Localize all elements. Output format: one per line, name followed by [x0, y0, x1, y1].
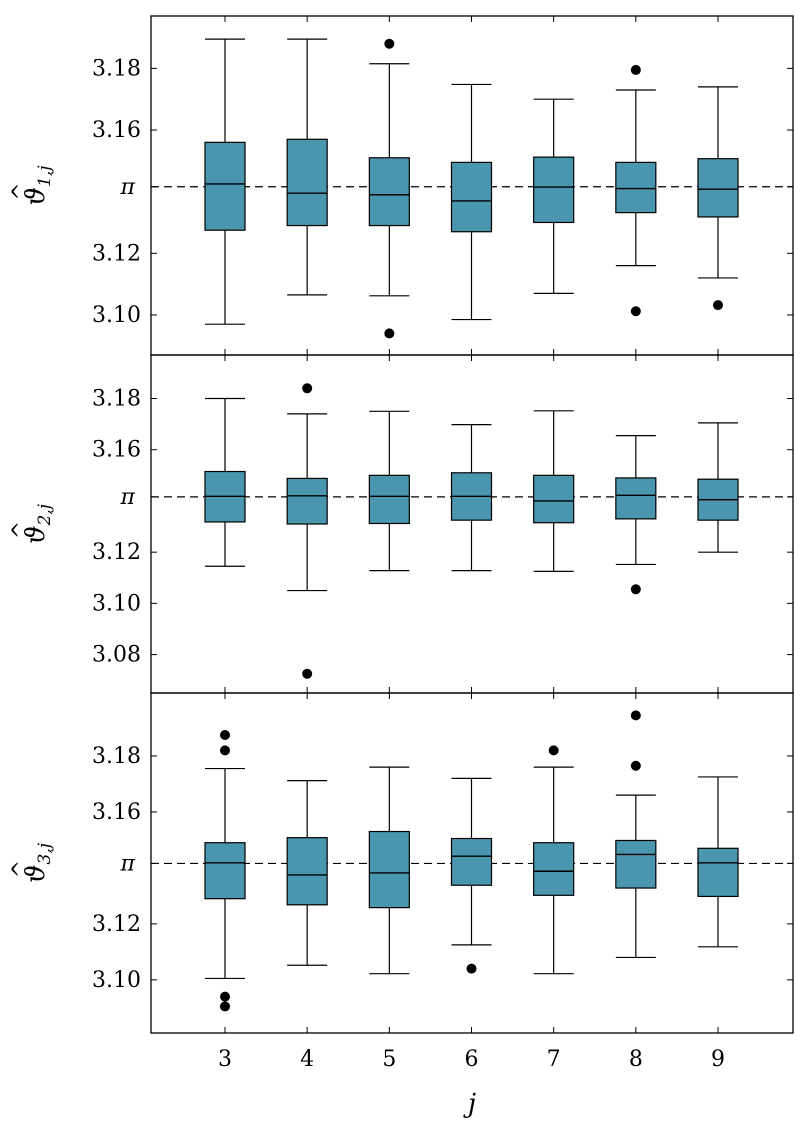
outlier-point — [384, 38, 395, 49]
y-tick-label: 3.16 — [92, 800, 141, 825]
x-axis-label: j — [463, 1089, 476, 1119]
box-iqr — [368, 157, 410, 227]
box-iqr — [450, 161, 493, 233]
box-iqr — [697, 158, 739, 218]
outlier-point — [630, 710, 641, 721]
box-iqr — [286, 837, 328, 906]
box-x3 — [204, 729, 246, 1012]
box-x3 — [204, 38, 246, 325]
y-axis-label: ϑ3,j — [21, 842, 55, 883]
box-iqr — [286, 477, 328, 525]
y-tick-label: 3.10 — [92, 591, 141, 616]
x-axis: 3 4 5 6 7 8 9 j — [218, 1047, 725, 1119]
panel-3: 3.10 3.12 3.16 3.18 π ϑ3,j^ — [9, 692, 794, 1034]
y-axis-label-subscript: 2,j — [35, 503, 55, 526]
y-tick-label: 3.12 — [92, 912, 141, 937]
y-tick-label: 3.16 — [92, 438, 141, 463]
box-x9 — [697, 422, 739, 553]
y-axis-label-hat: ^ — [9, 521, 34, 539]
x-tick-label: 9 — [711, 1047, 725, 1072]
x-tick-label: 7 — [547, 1047, 561, 1072]
box-x5 — [368, 410, 410, 572]
box-iqr — [533, 842, 575, 896]
box-x5 — [368, 766, 410, 975]
panel-1: 3.10 3.12 3.16 3.18 π ϑ1,j^ — [9, 15, 794, 356]
outlier-point — [630, 760, 641, 771]
y-tick-label: 3.12 — [92, 540, 141, 565]
y-axis-label-hat: ^ — [9, 182, 34, 200]
y-tick-label: 3.10 — [92, 303, 141, 328]
x-tick-label: 3 — [218, 1047, 232, 1072]
outlier-point — [220, 1001, 230, 1012]
box-x6 — [450, 83, 493, 321]
box-iqr — [204, 141, 246, 231]
y-tick-label: 3.18 — [92, 387, 141, 412]
y-axis-label-symbol: ϑ — [21, 864, 51, 883]
y-tick-label: 3.18 — [92, 56, 141, 81]
y-axis-label-symbol: ϑ — [21, 187, 51, 206]
outlier-point — [220, 745, 230, 756]
outlier-point — [302, 383, 313, 394]
outlier-point — [630, 306, 641, 317]
box-x5 — [368, 38, 410, 339]
y-tick-label: 3.10 — [92, 968, 141, 993]
panel-2: 3.08 3.10 3.12 3.16 3.18 π ϑ2,j^ — [9, 354, 794, 694]
outlier-point — [302, 668, 313, 679]
outlier-point — [220, 729, 230, 740]
y-axis-label-hat: ^ — [9, 860, 34, 878]
box-iqr — [533, 156, 575, 224]
box-x9 — [697, 776, 739, 948]
outlier-point — [548, 745, 559, 756]
outlier-point — [384, 328, 395, 339]
panels: 3.103.123.163.18πϑ1,j^3.083.103.123.163.… — [9, 15, 794, 1034]
y-axis-label-symbol: ϑ — [21, 525, 51, 544]
box-x7 — [533, 410, 575, 572]
box-x6 — [450, 424, 493, 572]
box-iqr — [204, 842, 246, 900]
box-iqr — [615, 839, 657, 889]
y-tick-label: 3.16 — [92, 118, 141, 143]
y-tick-label-pi: π — [120, 175, 136, 200]
y-tick-label-pi: π — [120, 485, 136, 510]
y-tick-label: 3.18 — [92, 744, 141, 769]
x-tick-label: 5 — [382, 1047, 396, 1072]
box-x4 — [286, 779, 328, 966]
box-iqr — [368, 830, 410, 909]
y-axis-label-subscript: 3,j — [35, 842, 55, 864]
box-iqr — [286, 138, 328, 227]
box-iqr — [615, 477, 657, 520]
y-axis-label-subscript: 1,j — [35, 165, 55, 187]
outlier-point — [713, 300, 723, 311]
y-tick-label-pi: π — [120, 851, 136, 876]
box-x8 — [615, 435, 657, 595]
box-iqr — [533, 474, 575, 524]
y-tick-label: 3.12 — [92, 241, 141, 266]
y-tick-label: 3.08 — [92, 643, 141, 668]
box-x6 — [450, 777, 493, 974]
y-axis-label: ϑ1,j — [21, 165, 55, 206]
box-x8 — [615, 64, 657, 317]
outlier-point — [220, 991, 230, 1002]
box-x4 — [286, 383, 328, 679]
box-x9 — [697, 86, 739, 311]
x-tick-label: 8 — [629, 1047, 643, 1072]
box-iqr — [697, 847, 739, 898]
x-tick-label: 6 — [465, 1047, 479, 1072]
box-x4 — [286, 38, 328, 296]
y-axis-label: ϑ2,j — [21, 503, 55, 544]
outlier-point — [466, 963, 477, 974]
outlier-point — [630, 64, 641, 75]
box-x8 — [615, 710, 657, 959]
box-iqr — [615, 161, 657, 214]
box-x3 — [204, 397, 246, 567]
box-iqr — [368, 474, 410, 525]
box-iqr — [450, 837, 493, 886]
x-tick-label: 4 — [300, 1047, 314, 1072]
box-x7 — [533, 745, 575, 975]
box-x7 — [533, 98, 575, 294]
outlier-point — [630, 584, 641, 595]
